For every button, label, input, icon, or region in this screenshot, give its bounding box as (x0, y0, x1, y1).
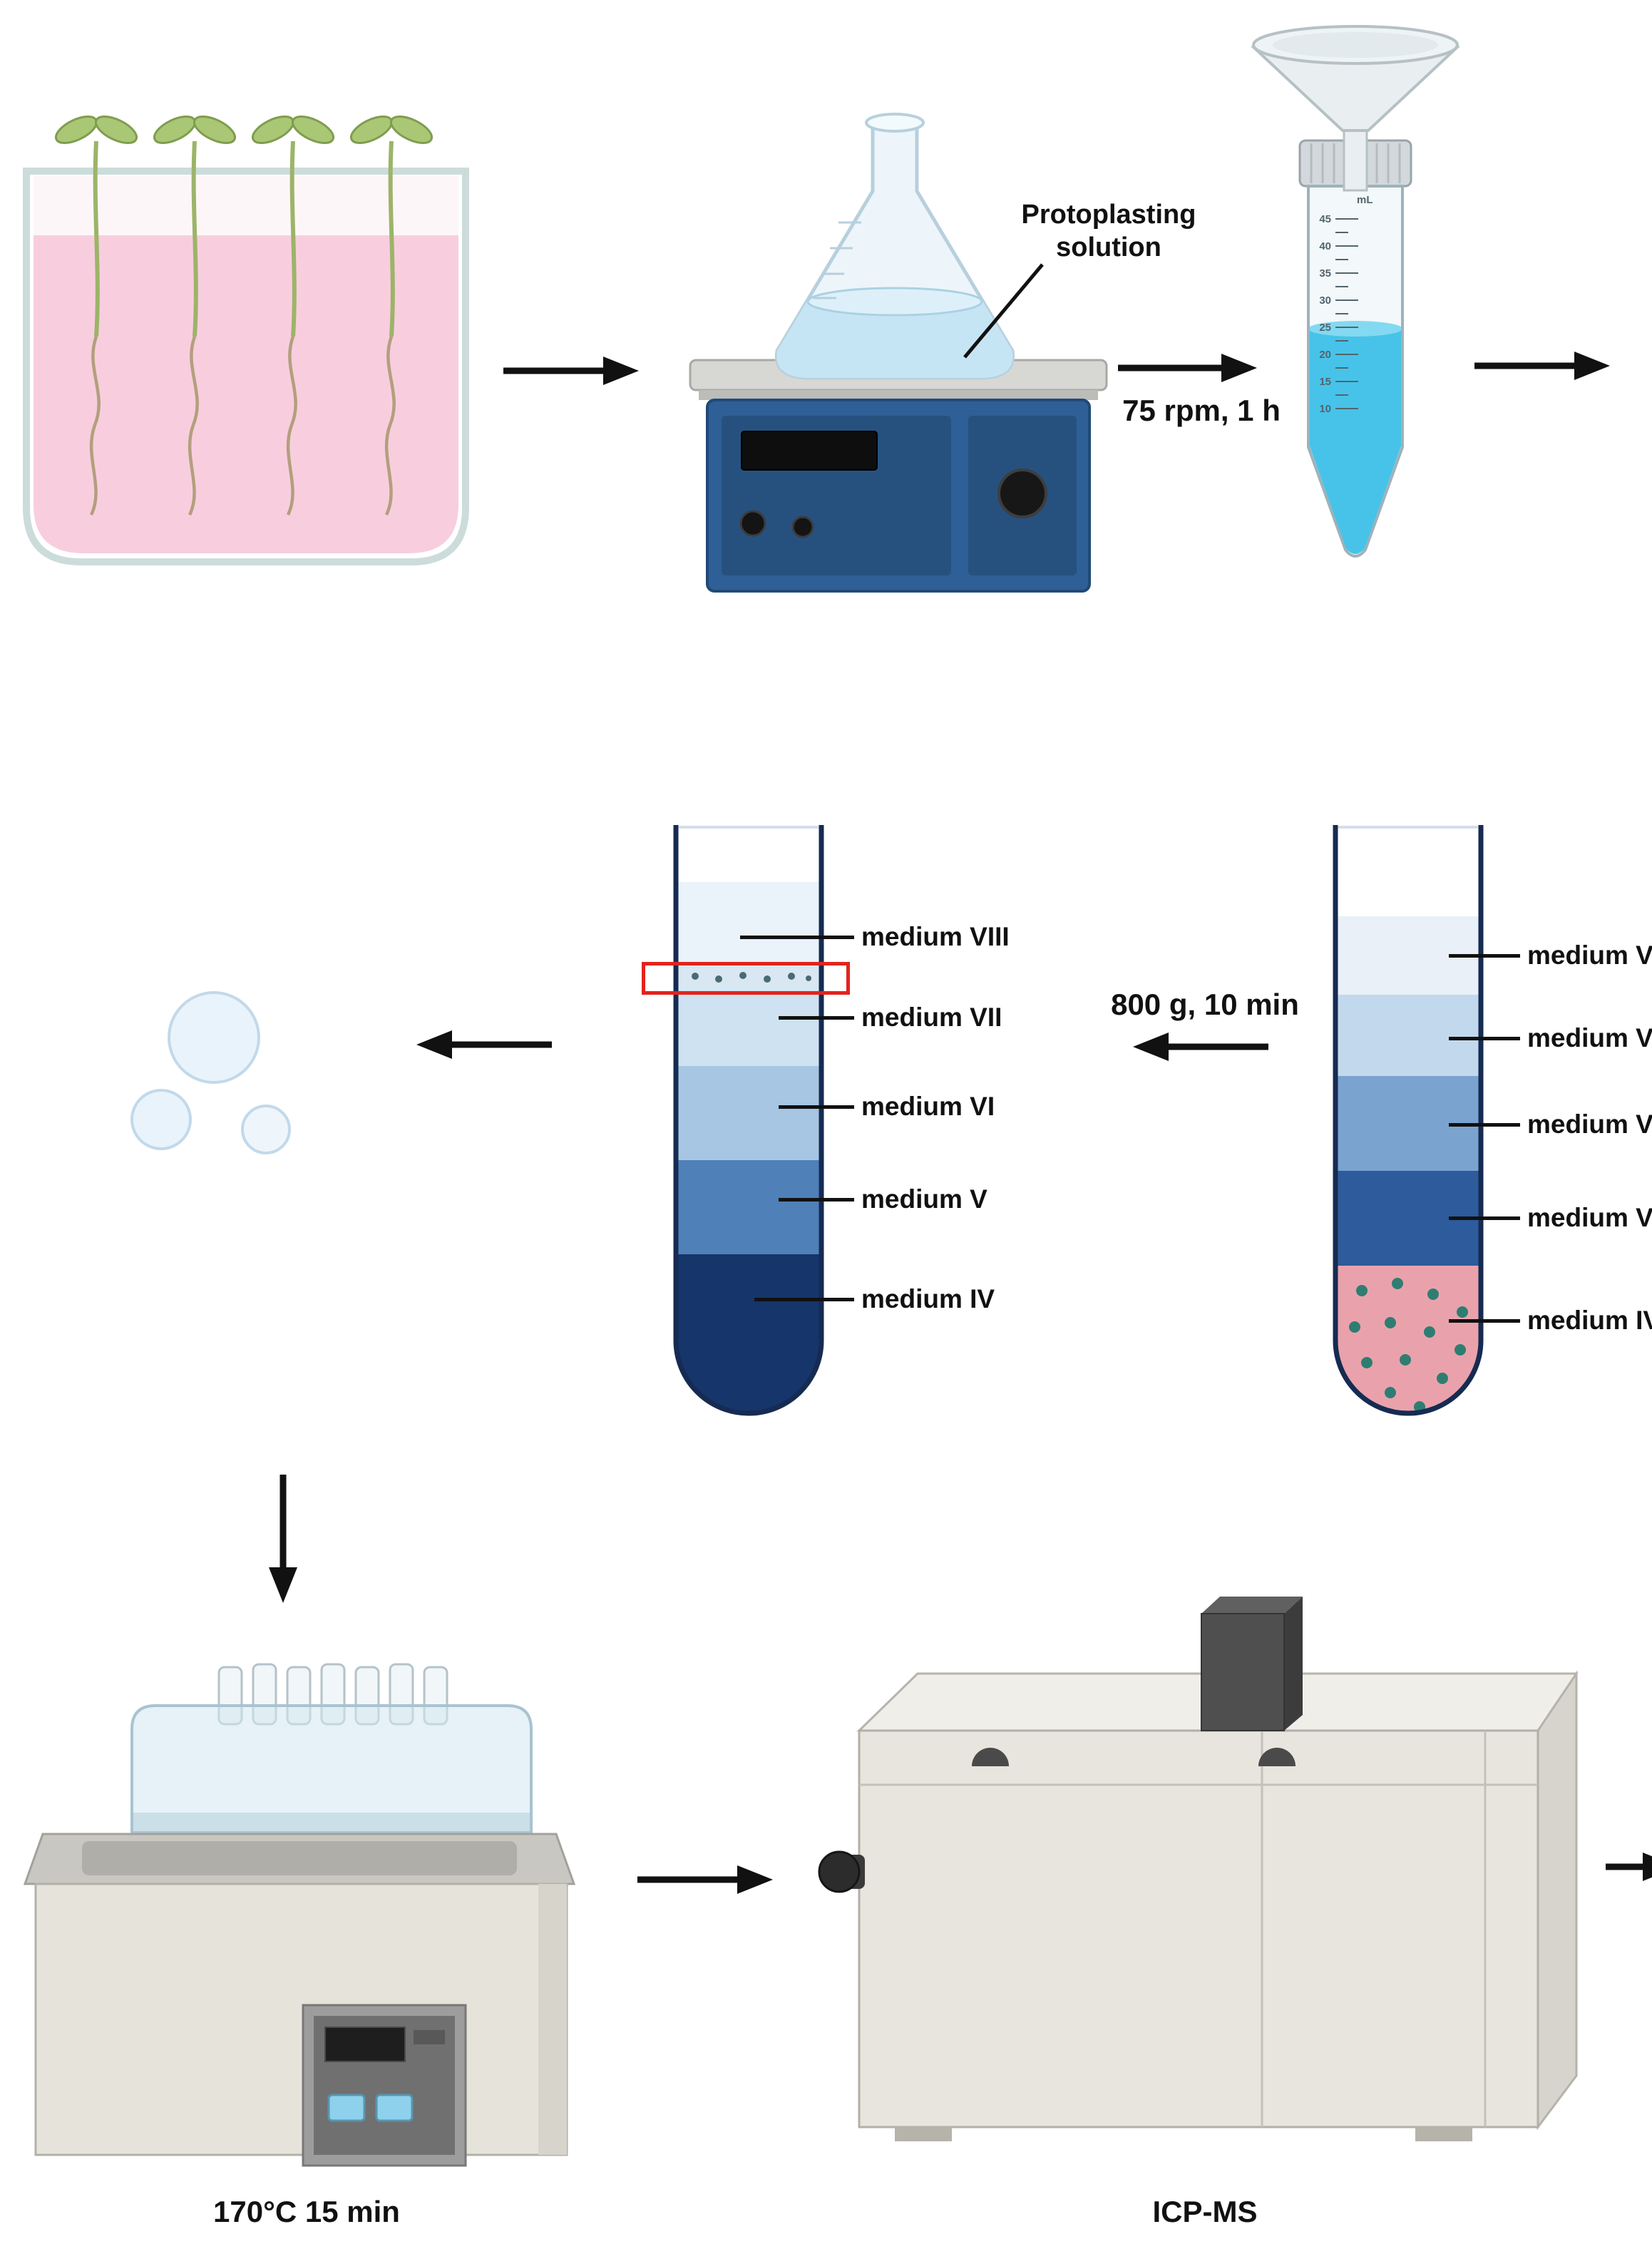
side-knob (818, 1850, 865, 1893)
icp-ms-instrument (818, 1597, 1579, 2141)
before-label-medium-vi: medium VI (1449, 1107, 1652, 1142)
digestion-condition-label: 170°C 15 min (213, 2195, 400, 2228)
arrow-right-2 (1118, 354, 1257, 382)
after-label-medium-vi: medium VI (779, 1090, 995, 1124)
before-label-medium-iv: medium IV (1449, 1303, 1652, 1338)
centrifuge-condition-label: 800 g, 10 min (1111, 988, 1299, 1021)
panel-button-right (375, 2094, 414, 2122)
svg-text:20: 20 (1319, 349, 1331, 361)
svg-text:25: 25 (1319, 322, 1331, 334)
handle-right (1258, 1748, 1296, 1766)
shaker-knob-large (997, 468, 1047, 518)
band-medium-vii (1338, 995, 1479, 1077)
water-bath-body (34, 1882, 568, 2156)
funnel (1250, 25, 1461, 192)
arrow-right-4 (637, 1865, 773, 1894)
falcon-unit-label: mL (1357, 194, 1373, 206)
band-medium-v (678, 1160, 819, 1256)
panel-button-left (327, 2094, 366, 2122)
shake-condition-label: 75 rpm, 1 h (1122, 394, 1281, 427)
shaker-button (791, 516, 814, 538)
svg-text:40: 40 (1319, 240, 1331, 252)
arrow-down (269, 1475, 297, 1603)
vessel-headspace (34, 175, 458, 235)
after-label-medium-iv: medium IV (754, 1282, 995, 1316)
label-line (1449, 1216, 1520, 1220)
water-bath-lid (130, 1704, 533, 1834)
flask-annotation-pointer (963, 263, 1044, 359)
flask-annotation: Protoplasting solution (991, 198, 1226, 264)
svg-text:10: 10 (1319, 403, 1331, 415)
tube-outline (673, 825, 824, 1416)
instrument-chimney (1201, 1597, 1303, 1731)
after-label-medium-vii: medium VII (779, 1000, 1002, 1035)
label-line (1449, 1122, 1520, 1127)
tube-outline (1333, 825, 1484, 1416)
label-line (779, 1015, 854, 1020)
shaker-knob-small (739, 510, 766, 537)
seedling-vessel (23, 115, 469, 565)
seedlings (54, 115, 433, 516)
shaker-display (741, 431, 878, 471)
falcon-graduations: mL 45 40 35 30 25 20 15 10 (1319, 194, 1373, 415)
band-protoplast-suspension (1338, 1266, 1479, 1411)
after-label-medium-viii: medium VIII (740, 920, 1010, 954)
interface-dots (692, 972, 811, 983)
svg-text:30: 30 (1319, 294, 1331, 307)
before-label-medium-vii: medium VII (1449, 1021, 1652, 1055)
before-label-medium-viii: medium VIII (1449, 938, 1652, 973)
arrow-left-2 (416, 1030, 552, 1059)
pink-medium (34, 235, 458, 553)
svg-text:15: 15 (1319, 376, 1331, 388)
isolated-protoplasts (130, 991, 291, 1154)
protoplast-band-highlight-box (642, 962, 850, 995)
shaker-body (706, 399, 1091, 593)
handle-left (972, 1748, 1009, 1766)
instrument-side (1536, 1670, 1578, 2131)
gradient-tube-before (1333, 824, 1484, 1416)
protoplast-small (241, 1105, 291, 1154)
water-bath (23, 1663, 576, 2167)
protoplast-medium (130, 1089, 192, 1150)
flask-annotation-line1: Protoplasting (1021, 200, 1196, 230)
label-line (1449, 953, 1520, 958)
protoplast-dots (1349, 1278, 1468, 1411)
label-line (779, 1105, 854, 1109)
panel-seams (859, 1731, 1538, 2127)
label-line (1449, 1036, 1520, 1040)
band-medium-vii (678, 990, 819, 1067)
arrow-right-exit (1606, 1853, 1652, 1881)
band-medium-vi (678, 1066, 819, 1162)
after-label-medium-v: medium V (779, 1182, 987, 1216)
label-line (1449, 1318, 1520, 1323)
label-line (779, 1197, 854, 1202)
instrument-front (858, 1729, 1539, 2128)
protoplast-large (168, 991, 260, 1084)
instrument-label: ICP-MS (1152, 2195, 1258, 2228)
flask-annotation-line2: solution (1056, 232, 1161, 262)
arrow-right-3 (1474, 352, 1610, 380)
band-protoplast-interface (678, 963, 819, 992)
shaker-with-flask (689, 113, 1108, 593)
label-line (754, 1297, 854, 1301)
band-medium-viii (678, 882, 819, 965)
svg-text:45: 45 (1319, 213, 1331, 225)
label-line (740, 935, 854, 939)
panel-display (324, 2027, 406, 2062)
arrow-left-1 (1133, 1033, 1268, 1061)
funnel-and-falcon-tube: mL 45 40 35 30 25 20 15 10 (1250, 25, 1461, 558)
band-medium-iv (678, 1254, 819, 1411)
arrow-right-1 (503, 357, 639, 385)
flask-mouth (865, 113, 925, 133)
flask-graduation-ticks (814, 221, 861, 299)
svg-text:35: 35 (1319, 267, 1331, 280)
protoplasting-solution-liquid (776, 301, 1013, 378)
gradient-tube-after (673, 824, 824, 1416)
before-label-medium-v: medium V (1449, 1201, 1652, 1235)
water-bath-control-panel (302, 2004, 467, 2167)
erlenmeyer-flask (774, 113, 1015, 380)
